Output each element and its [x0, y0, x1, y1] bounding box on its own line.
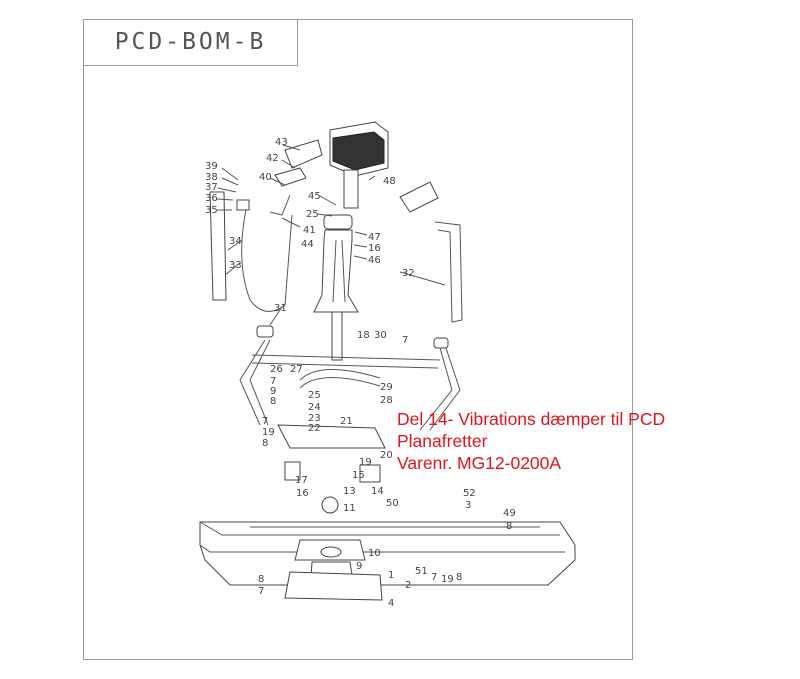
callout-label: 13 — [343, 486, 356, 497]
callout-label: 16 — [368, 243, 381, 254]
callout-label: 17 — [295, 475, 308, 486]
drawing-frame — [83, 19, 633, 660]
callout-label: 2 — [405, 580, 411, 591]
callout-label: 45 — [308, 191, 321, 202]
callout-label: 46 — [368, 255, 381, 266]
callout-label: 52 — [463, 488, 476, 499]
callout-label: 8 — [456, 572, 462, 583]
callout-label: 10 — [368, 548, 381, 559]
callout-label: 7 — [431, 572, 437, 583]
callout-label: 19 — [262, 427, 275, 438]
callout-label: 48 — [383, 176, 396, 187]
left-handle — [209, 139, 323, 338]
part-note-line: Del 14- Vibrations dæmper til PCD — [397, 409, 666, 429]
callout-label: 47 — [368, 232, 381, 243]
callout-label: 20 — [380, 450, 393, 461]
callout-label: 31 — [274, 303, 287, 314]
callout-label: 4 — [388, 598, 394, 609]
callout-label: 24 — [308, 402, 321, 413]
callout-label: 30 — [374, 330, 387, 341]
callout-label: 33 — [229, 260, 242, 271]
callout-label: 43 — [275, 137, 288, 148]
right-handle — [399, 181, 463, 349]
callout-label: 37 — [205, 182, 218, 193]
callout-label: 40 — [259, 172, 272, 183]
callout-labels: 43 42 48 39 38 37 36 35 40 45 25 41 47 1… — [205, 137, 516, 609]
callout-label: 8 — [270, 396, 276, 407]
callout-label: 28 — [380, 395, 393, 406]
callout-label: 44 — [301, 239, 314, 250]
part-note: Del 14- Vibrations dæmper til PCD Planaf… — [397, 408, 665, 474]
handle-frame — [239, 339, 461, 431]
callout-label: 8 — [262, 438, 268, 449]
callout-label: 11 — [343, 503, 356, 514]
leader-lines — [216, 144, 446, 326]
callout-label: 49 — [503, 508, 516, 519]
callout-label: 3 — [465, 500, 471, 511]
callout-label: 41 — [303, 225, 316, 236]
callout-label: 16 — [296, 488, 309, 499]
callout-label: 23 — [308, 413, 321, 424]
callout-label: 38 — [205, 172, 218, 183]
callout-label: 42 — [266, 153, 279, 164]
callout-label: 8 — [258, 574, 264, 585]
callout-label: 19 — [359, 457, 372, 468]
callout-label: 7 — [270, 376, 276, 387]
callout-label: 21 — [340, 416, 353, 427]
part-note-line: Planafretter — [397, 431, 488, 451]
callout-label: 27 — [290, 364, 303, 375]
callout-label: 7 — [258, 586, 264, 597]
callout-label: 19 — [441, 574, 454, 585]
column — [313, 214, 359, 361]
callout-label: 34 — [229, 236, 242, 247]
callout-label: 32 — [402, 268, 415, 279]
callout-label: 7 — [402, 335, 408, 346]
callout-label: 22 — [308, 423, 321, 434]
callout-label: 36 — [205, 193, 218, 204]
base-plate — [199, 521, 576, 586]
callout-label: 18 — [357, 330, 370, 341]
callout-label: 25 — [308, 390, 321, 401]
callout-label: 9 — [270, 386, 276, 397]
callout-label: 25 — [306, 209, 319, 220]
callout-label: 9 — [356, 561, 362, 572]
callout-label: 39 — [205, 161, 218, 172]
part-note-line: Varenr. MG12-0200A — [397, 453, 562, 473]
title-block — [83, 19, 298, 66]
callout-label: 15 — [352, 470, 365, 481]
callout-label: 35 — [205, 205, 218, 216]
mount-plate — [277, 424, 386, 601]
callout-label: 50 — [386, 498, 399, 509]
callout-label: 1 — [388, 570, 394, 581]
drawing-title: PCD-BOM-B — [114, 29, 267, 55]
callout-label: 29 — [380, 382, 393, 393]
callout-label: 51 — [415, 566, 428, 577]
callout-label: 8 — [506, 521, 512, 532]
callout-label: 7 — [262, 416, 268, 427]
callout-label: 26 — [270, 364, 283, 375]
engine — [329, 121, 389, 209]
callout-label: 14 — [371, 486, 384, 497]
